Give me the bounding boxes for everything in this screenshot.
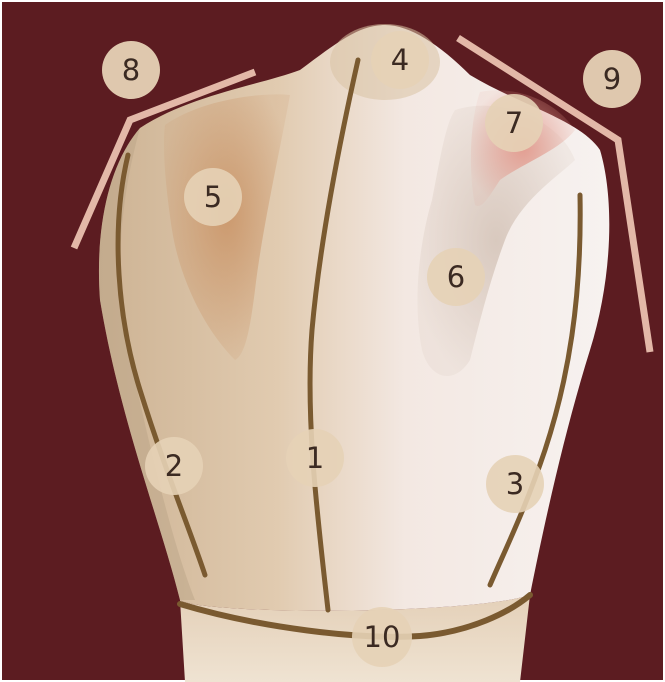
label-1: 1 xyxy=(286,429,344,487)
label-2: 2 xyxy=(145,437,203,495)
label-9-text: 9 xyxy=(603,62,621,96)
label-10-text: 10 xyxy=(364,620,401,654)
label-8-text: 8 xyxy=(122,53,140,87)
label-8: 8 xyxy=(102,41,160,99)
label-2-text: 2 xyxy=(165,449,183,483)
label-3-text: 3 xyxy=(506,467,524,501)
label-7-text: 7 xyxy=(505,106,523,140)
label-4: 4 xyxy=(371,31,429,89)
label-9: 9 xyxy=(583,50,641,108)
label-10: 10 xyxy=(352,607,412,667)
label-6-text: 6 xyxy=(447,260,465,294)
label-4-text: 4 xyxy=(391,43,409,77)
label-5: 5 xyxy=(184,168,242,226)
label-3: 3 xyxy=(486,455,544,513)
label-5-text: 5 xyxy=(204,180,222,214)
label-6: 6 xyxy=(427,248,485,306)
label-1-text: 1 xyxy=(306,441,324,475)
label-7: 7 xyxy=(485,94,543,152)
